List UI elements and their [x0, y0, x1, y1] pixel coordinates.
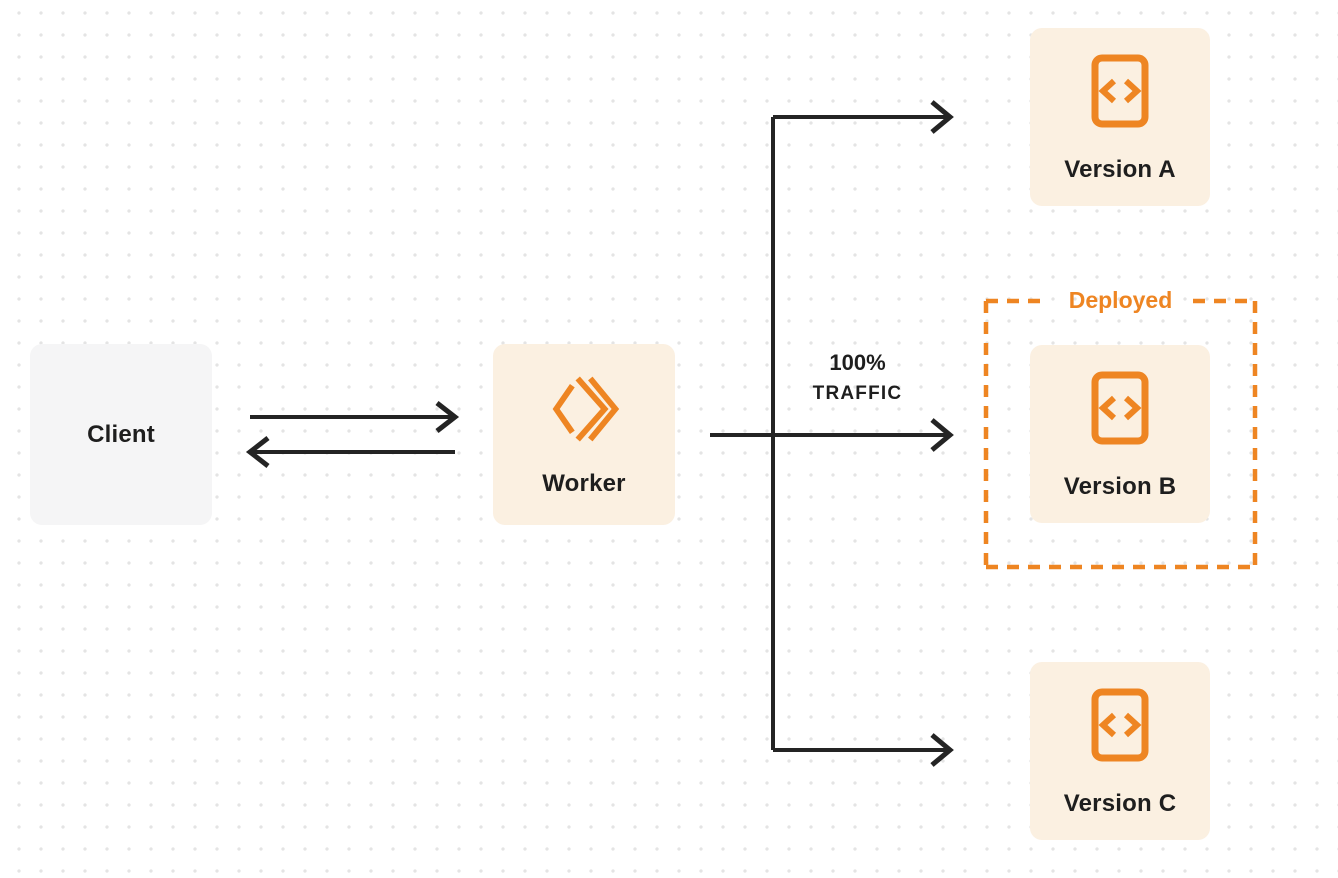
traffic-word-label: TRAFFIC: [812, 383, 903, 404]
arrowhead-right-icon: [435, 401, 460, 433]
edge-worker-to-version-b: [710, 418, 954, 452]
version-b-label: Version B: [1063, 473, 1177, 500]
edge-worker-to-client: [245, 436, 455, 468]
worker-node: Worker: [493, 344, 675, 525]
arrowhead-right-icon: [930, 100, 954, 134]
version-a-node: Version A: [1030, 28, 1210, 206]
deployed-group-label: Deployed: [1068, 287, 1173, 313]
arrowhead-left-icon: [245, 436, 270, 468]
client-label: Client: [87, 420, 155, 448]
edge-branch-to-version-a: [773, 100, 954, 134]
arrowhead-right-icon: [930, 733, 954, 767]
code-file-icon: [1091, 688, 1149, 762]
version-c-label: Version C: [1063, 790, 1177, 817]
code-file-icon: [1091, 371, 1149, 445]
worker-label: Worker: [542, 470, 626, 497]
traffic-percent-label: 100%: [829, 350, 886, 375]
traffic-edge-label: 100% TRAFFIC: [785, 350, 930, 405]
edge-client-to-worker: [250, 401, 460, 433]
arrowhead-right-icon: [930, 418, 954, 452]
edge-branch-to-version-c: [773, 733, 954, 767]
code-file-icon: [1091, 54, 1149, 128]
version-b-node: Version B: [1030, 345, 1210, 523]
version-c-node: Version C: [1030, 662, 1210, 840]
worker-double-chevron-icon: [552, 376, 620, 442]
version-a-label: Version A: [1064, 156, 1176, 183]
client-node: Client: [30, 344, 212, 525]
